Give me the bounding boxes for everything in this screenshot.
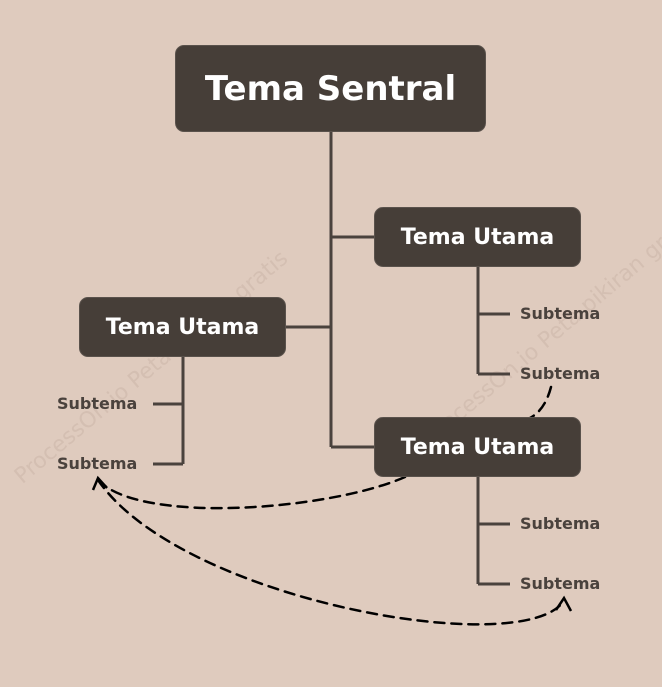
main-topic-label: Tema Utama [400, 434, 555, 460]
arrowhead-icon [91, 475, 108, 491]
subtopic-c2[interactable]: Subtema [520, 574, 601, 593]
subtopic-b2[interactable]: Subtema [57, 454, 138, 473]
subtopic-a1[interactable]: Subtema [520, 304, 601, 323]
main-topic-a[interactable]: Tema Utama [374, 207, 581, 267]
arrowhead-icon [554, 595, 573, 612]
subtopic-b1[interactable]: Subtema [57, 394, 138, 413]
main-topic-c[interactable]: Tema Utama [374, 417, 581, 477]
central-topic-label: Tema Sentral [204, 68, 457, 109]
subtopic-a2[interactable]: Subtema [520, 364, 601, 383]
central-topic[interactable]: Tema Sentral [175, 45, 486, 132]
relation-link-1 [528, 385, 553, 420]
relation-link-2 [96, 475, 407, 510]
main-topic-label: Tema Utama [400, 224, 555, 250]
main-topic-b[interactable]: Tema Utama [79, 297, 286, 357]
subtopic-c1[interactable]: Subtema [520, 514, 601, 533]
main-topic-label: Tema Utama [105, 314, 260, 340]
relation-link-3 [96, 478, 565, 626]
